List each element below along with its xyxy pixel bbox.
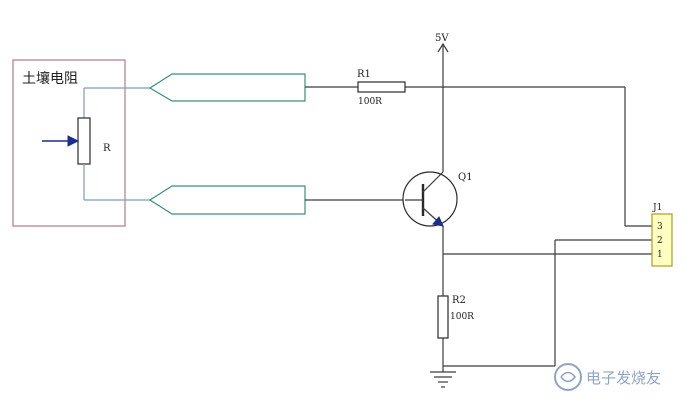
transistor-q1: Q1 — [402, 171, 473, 227]
wiper-arrow-icon — [67, 135, 80, 147]
r2-body — [437, 295, 449, 339]
power-arrow-icon — [437, 42, 449, 53]
connector-j1: J1 3 2 1 — [651, 203, 673, 267]
power-label: 5V — [435, 33, 449, 44]
r2-value: 100R — [450, 312, 474, 322]
q1-emitter-arrow-icon — [432, 216, 444, 227]
q1-ref: Q1 — [458, 172, 473, 183]
watermark-logo-icon — [554, 363, 582, 391]
q1-circle — [402, 171, 458, 227]
power-5v: 5V — [435, 33, 449, 53]
j1-ref: J1 — [652, 203, 662, 213]
probe-top — [148, 73, 306, 102]
sensor-box — [12, 59, 126, 227]
probe-bottom — [148, 185, 306, 215]
watermark-logo-swirl — [560, 371, 577, 383]
r1-body — [357, 81, 406, 93]
j1-body — [651, 213, 673, 267]
r1-ref: R1 — [357, 69, 371, 80]
wiring — [305, 44, 655, 372]
j1-pin-2: 2 — [657, 236, 663, 246]
r1-value: 100R — [358, 97, 382, 107]
variable-resistor — [77, 117, 91, 165]
resistor-label: R — [103, 143, 111, 154]
r2-ref: R2 — [452, 295, 466, 306]
watermark-text: 电子发烧友 — [586, 369, 661, 387]
soil-sensor-block: 土壤电阻 R — [12, 59, 150, 227]
j1-pin-1: 1 — [657, 250, 663, 260]
resistor-r1: R1 100R — [357, 69, 406, 107]
resistor-r2: R2 100R — [437, 295, 474, 339]
ground-symbol — [430, 371, 456, 388]
probe-bottom-shape — [148, 185, 306, 215]
j1-pin-3: 3 — [657, 222, 663, 232]
sensor-title: 土壤电阻 — [22, 70, 78, 87]
watermark: 电子发烧友 — [554, 363, 661, 391]
probe-top-shape — [148, 73, 306, 102]
q1-collector-lead — [422, 171, 444, 193]
